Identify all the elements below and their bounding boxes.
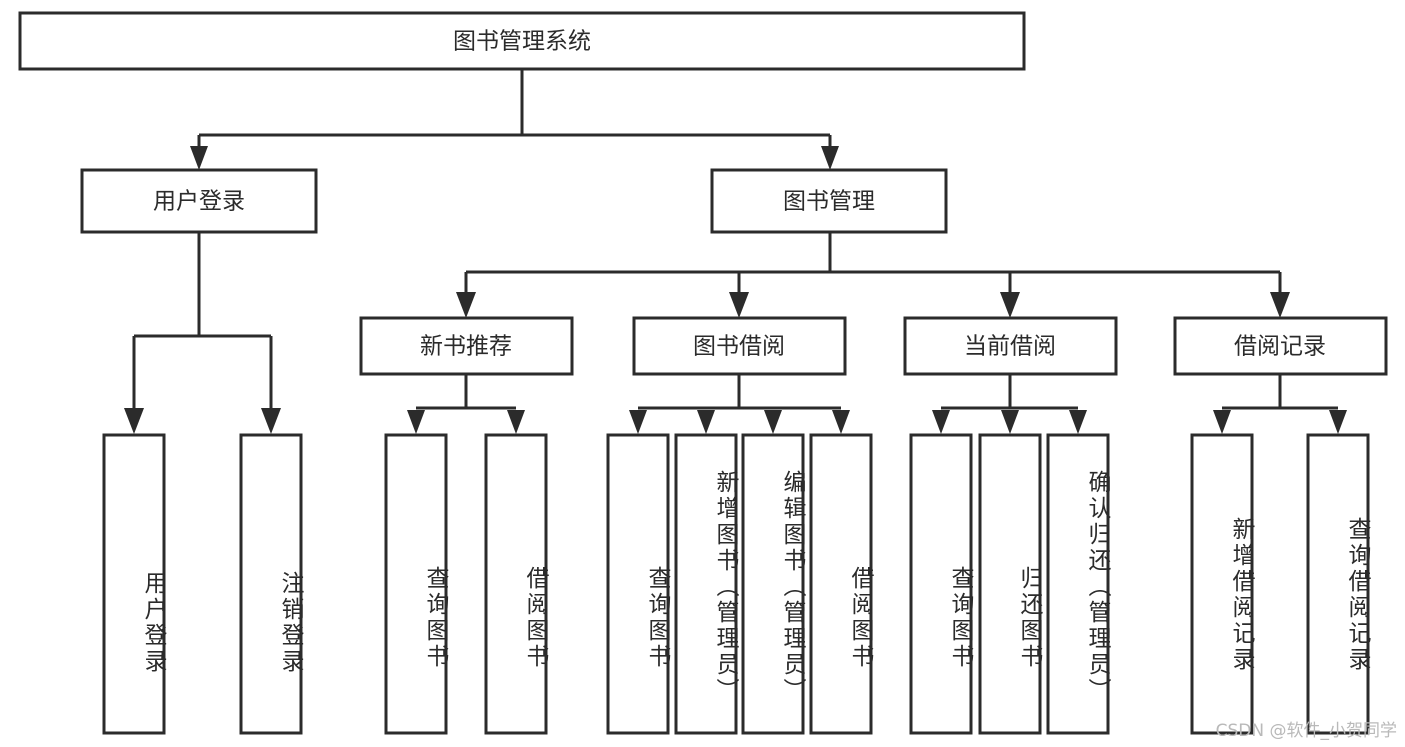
- arrow-head-icon: [729, 292, 749, 318]
- arrow-head-icon: [697, 410, 715, 434]
- arrow-head-icon: [1213, 410, 1231, 434]
- arrow-head-icon: [932, 410, 950, 434]
- arrow-head-icon: [1329, 410, 1347, 434]
- node-leaf-edit-book-admin[interactable]: [741, 433, 805, 735]
- arrow-head-icon: [261, 408, 281, 434]
- node-book-borrow[interactable]: 图书借阅: [632, 316, 847, 376]
- arrow-head-icon: [124, 408, 144, 434]
- connector-current-borrow-to-leaves: [932, 374, 1087, 434]
- connector-borrow-record-to-leaves: [1213, 374, 1347, 434]
- arrow-head-icon: [507, 410, 525, 434]
- node-root-label: 图书管理系统: [453, 29, 591, 55]
- connector-book-manage-to-level3: [456, 232, 1290, 318]
- node-user-login-label: 用户登录: [153, 189, 245, 215]
- arrow-head-icon: [832, 410, 850, 434]
- connector-new-book-recommend-to-leaves: [407, 374, 525, 434]
- node-borrow-record-label: 借阅记录: [1234, 334, 1326, 360]
- node-current-borrow[interactable]: 当前借阅: [903, 316, 1118, 376]
- connector-root-to-level2: [190, 69, 839, 170]
- node-user-login[interactable]: 用户登录: [80, 168, 318, 234]
- node-leaf-query-book-1[interactable]: [384, 433, 448, 735]
- node-leaf-borrow-book-1[interactable]: [484, 433, 548, 735]
- node-book-manage[interactable]: 图书管理: [710, 168, 948, 234]
- node-new-book-recommend[interactable]: 新书推荐: [359, 316, 574, 376]
- node-current-borrow-label: 当前借阅: [964, 334, 1056, 360]
- node-leaf-confirm-return-admin[interactable]: [1046, 433, 1110, 735]
- node-borrow-record[interactable]: 借阅记录: [1173, 316, 1388, 376]
- node-leaf-logout-login[interactable]: [239, 433, 303, 735]
- leaf-boxes: [102, 433, 1370, 735]
- arrow-head-icon: [821, 146, 839, 170]
- connector-book-borrow-to-leaves: [629, 374, 850, 434]
- node-book-borrow-label: 图书借阅: [693, 334, 785, 360]
- arrow-head-icon: [190, 146, 208, 170]
- arrow-head-icon: [629, 410, 647, 434]
- node-leaf-add-borrow-record[interactable]: [1190, 433, 1254, 735]
- arrow-head-icon: [456, 292, 476, 318]
- arrow-head-icon: [1069, 410, 1087, 434]
- node-leaf-query-book-2[interactable]: [606, 433, 670, 735]
- node-leaf-query-borrow-record[interactable]: [1306, 433, 1370, 735]
- node-new-book-recommend-label: 新书推荐: [420, 334, 512, 360]
- node-root[interactable]: 图书管理系统: [18, 11, 1026, 71]
- arrow-head-icon: [1000, 292, 1020, 318]
- node-leaf-borrow-book-2[interactable]: [809, 433, 873, 735]
- arrow-head-icon: [764, 410, 782, 434]
- arrow-head-icon: [1270, 292, 1290, 318]
- connector-user-login-to-leaves: [124, 232, 281, 434]
- node-leaf-user-login[interactable]: [102, 433, 166, 735]
- arrow-head-icon: [407, 410, 425, 434]
- node-leaf-query-book-3[interactable]: [909, 433, 973, 735]
- node-book-manage-label: 图书管理: [783, 189, 875, 215]
- csdn-watermark: CSDN @软件_小贺同学: [1215, 721, 1397, 741]
- node-leaf-return-book[interactable]: [978, 433, 1042, 735]
- arrow-head-icon: [1001, 410, 1019, 434]
- node-leaf-add-book-admin[interactable]: [674, 433, 738, 735]
